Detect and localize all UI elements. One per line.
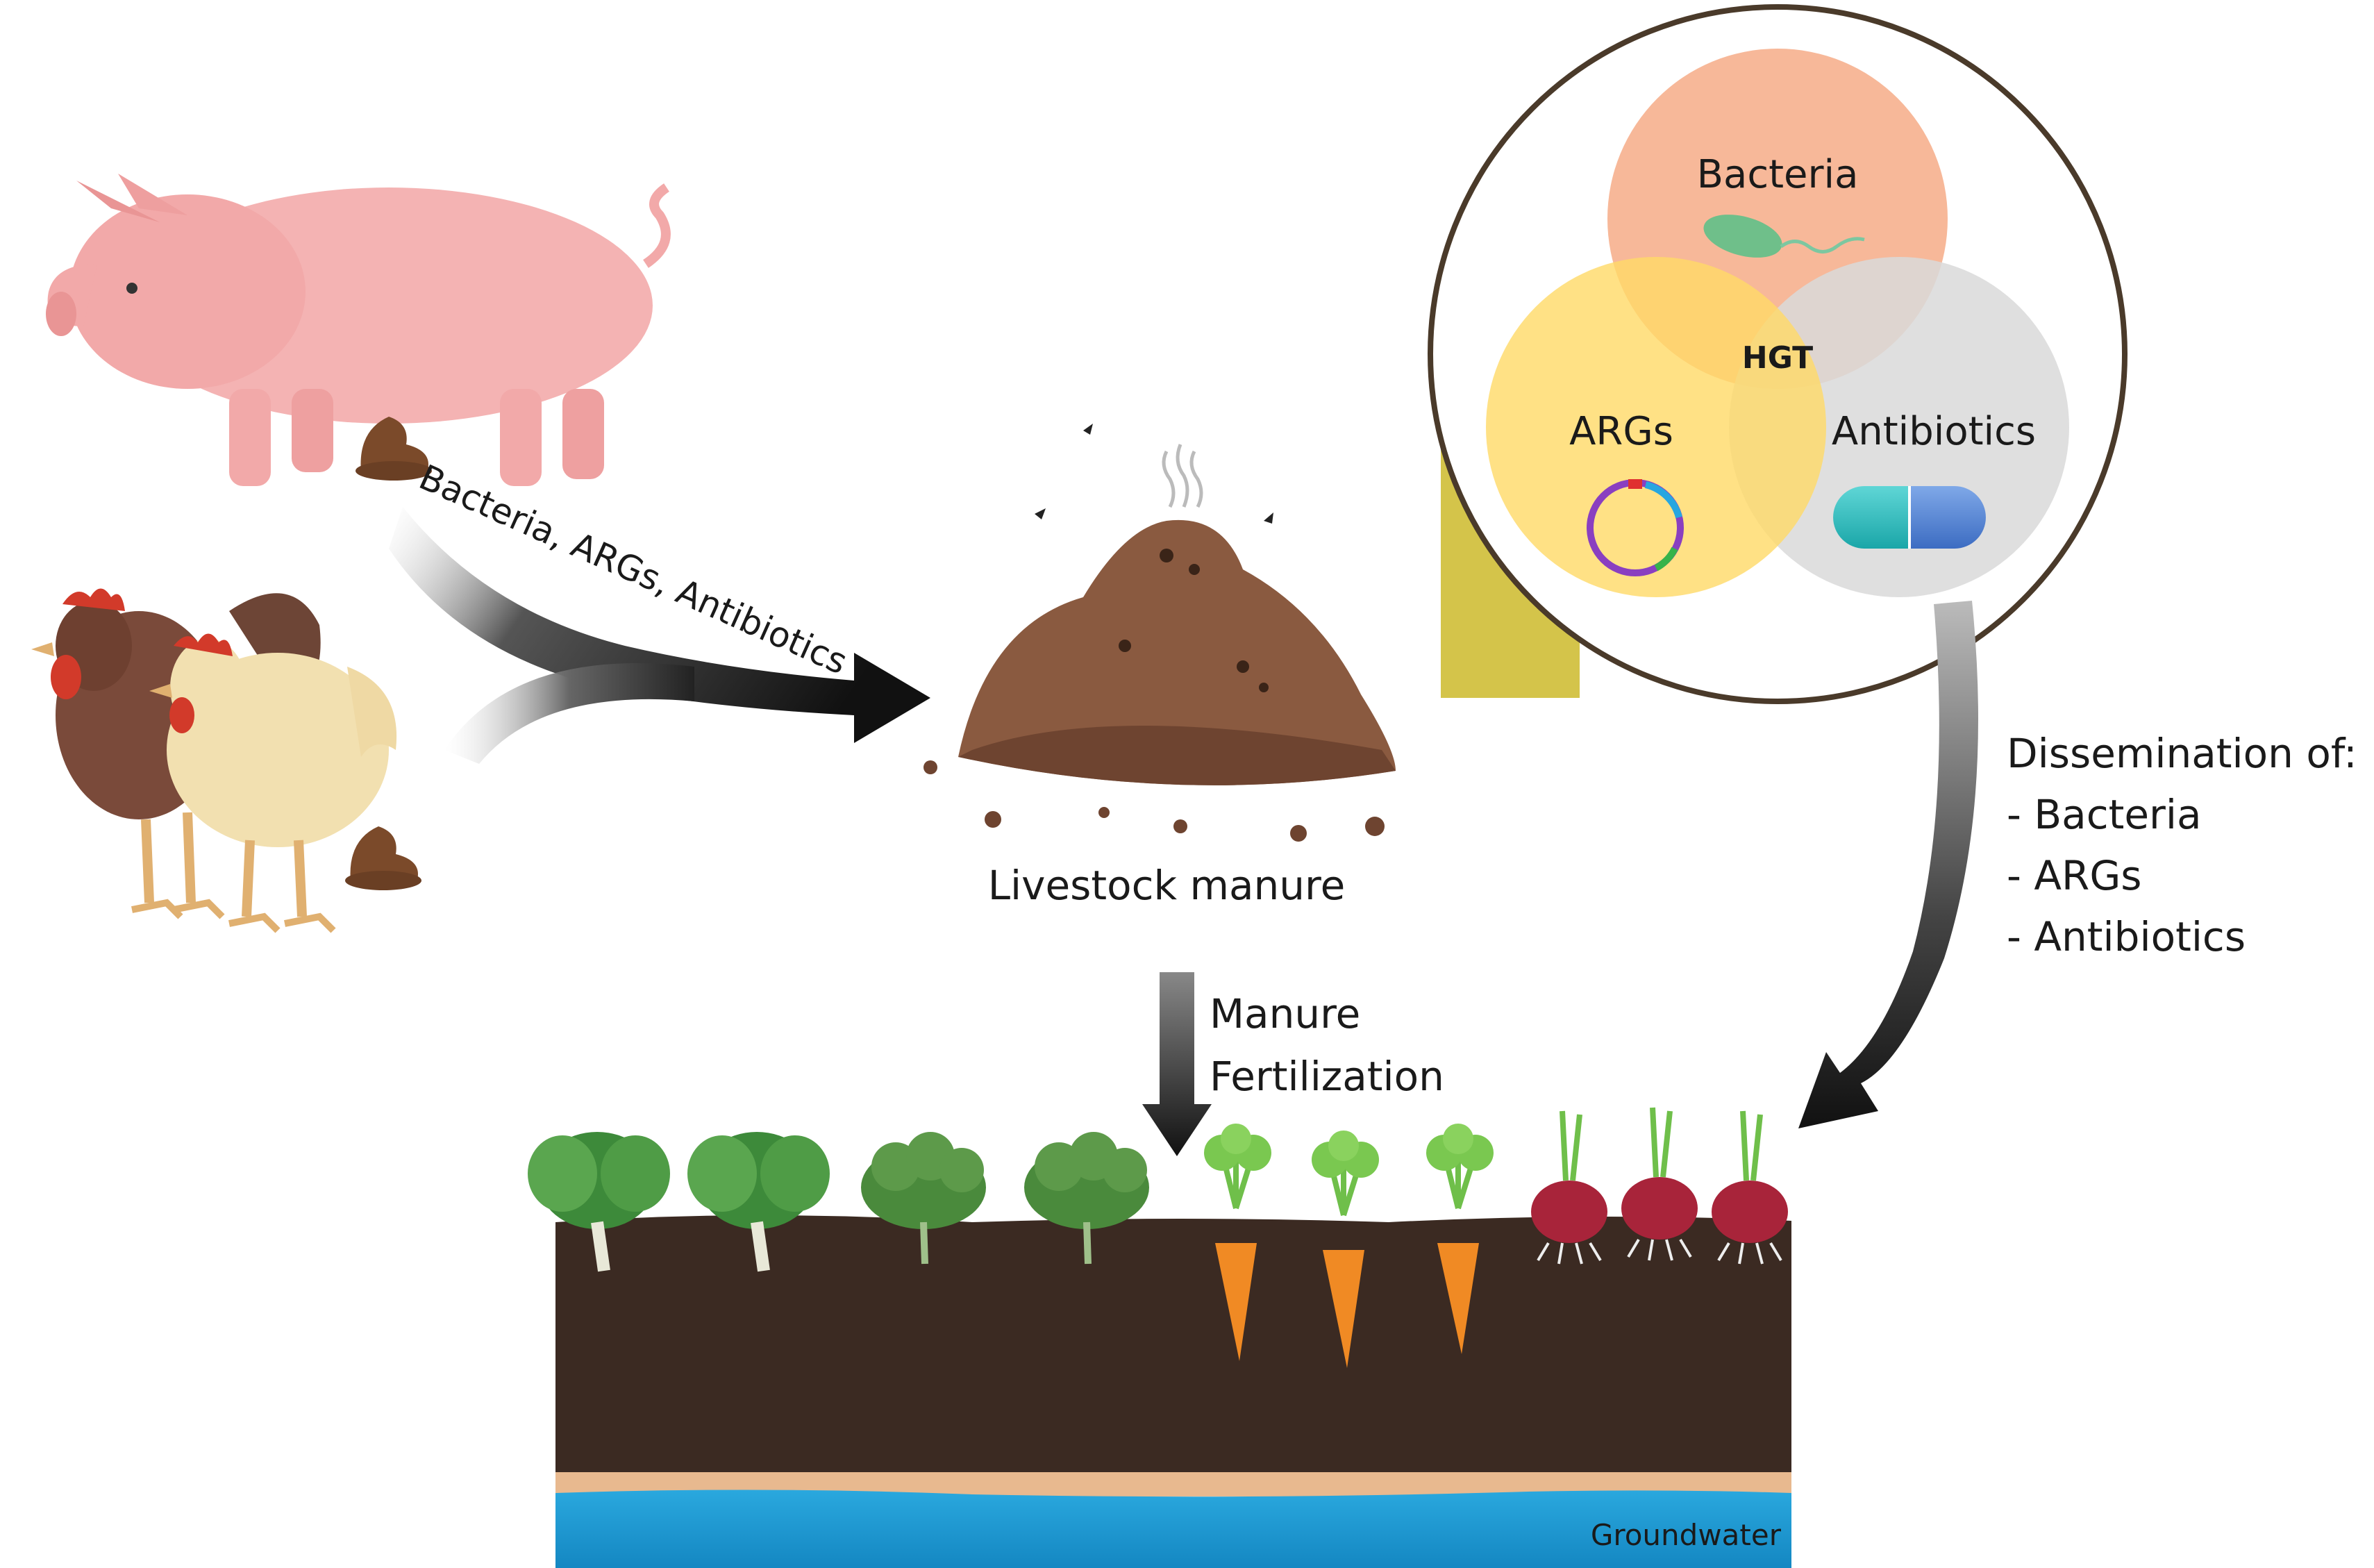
broccoli-icon xyxy=(861,1132,986,1265)
venn-overlap-label: HGT xyxy=(1742,340,1813,376)
venn-bacteria-label: Bacteria xyxy=(1697,152,1859,197)
capsule-icon xyxy=(1833,486,1986,549)
hen-icon xyxy=(149,593,397,933)
dissemination-item: - ARGs xyxy=(2007,852,2142,899)
dissemination-arrow xyxy=(1798,601,1978,1128)
groundwater-label: Groundwater xyxy=(1591,1518,1782,1552)
venn-antibiotics-label: Antibiotics xyxy=(1832,409,2036,454)
onion-icon xyxy=(1531,1110,1607,1265)
venn-args-circle xyxy=(1486,257,1826,597)
carrot-icon xyxy=(1426,1124,1494,1354)
pig-icon xyxy=(46,174,671,486)
manure-label: Livestock manure xyxy=(988,862,1346,909)
dissemination-item: - Bacteria xyxy=(2007,791,2202,838)
manure-drop-icon xyxy=(356,417,432,481)
fertilization-label-line1: Manure xyxy=(1210,990,1360,1037)
soil-cross-section xyxy=(555,1215,1791,1568)
cabbage-icon xyxy=(687,1132,830,1272)
fertilization-label-line2: Fertilization xyxy=(1210,1053,1444,1100)
onion-icon xyxy=(1621,1107,1698,1261)
bacterium-icon xyxy=(1703,215,1865,258)
pathway-arrow xyxy=(389,507,930,764)
dissemination-item: - Antibiotics xyxy=(2007,913,2246,960)
fly-icon xyxy=(1035,424,1273,524)
venn-args-label: ARGs xyxy=(1569,409,1673,454)
carrot-icon xyxy=(1204,1124,1271,1361)
cabbage-icon xyxy=(528,1132,670,1272)
manure-pile-icon xyxy=(923,444,1396,842)
onion-icon xyxy=(1712,1110,1788,1265)
plasmid-icon xyxy=(1587,479,1684,576)
carrot-icon xyxy=(1312,1131,1379,1368)
manure-drop-icon xyxy=(345,826,421,890)
broccoli-icon xyxy=(1024,1132,1149,1265)
dissemination-heading: Dissemination of: xyxy=(2007,730,2357,777)
fertilization-arrow xyxy=(1142,972,1212,1156)
